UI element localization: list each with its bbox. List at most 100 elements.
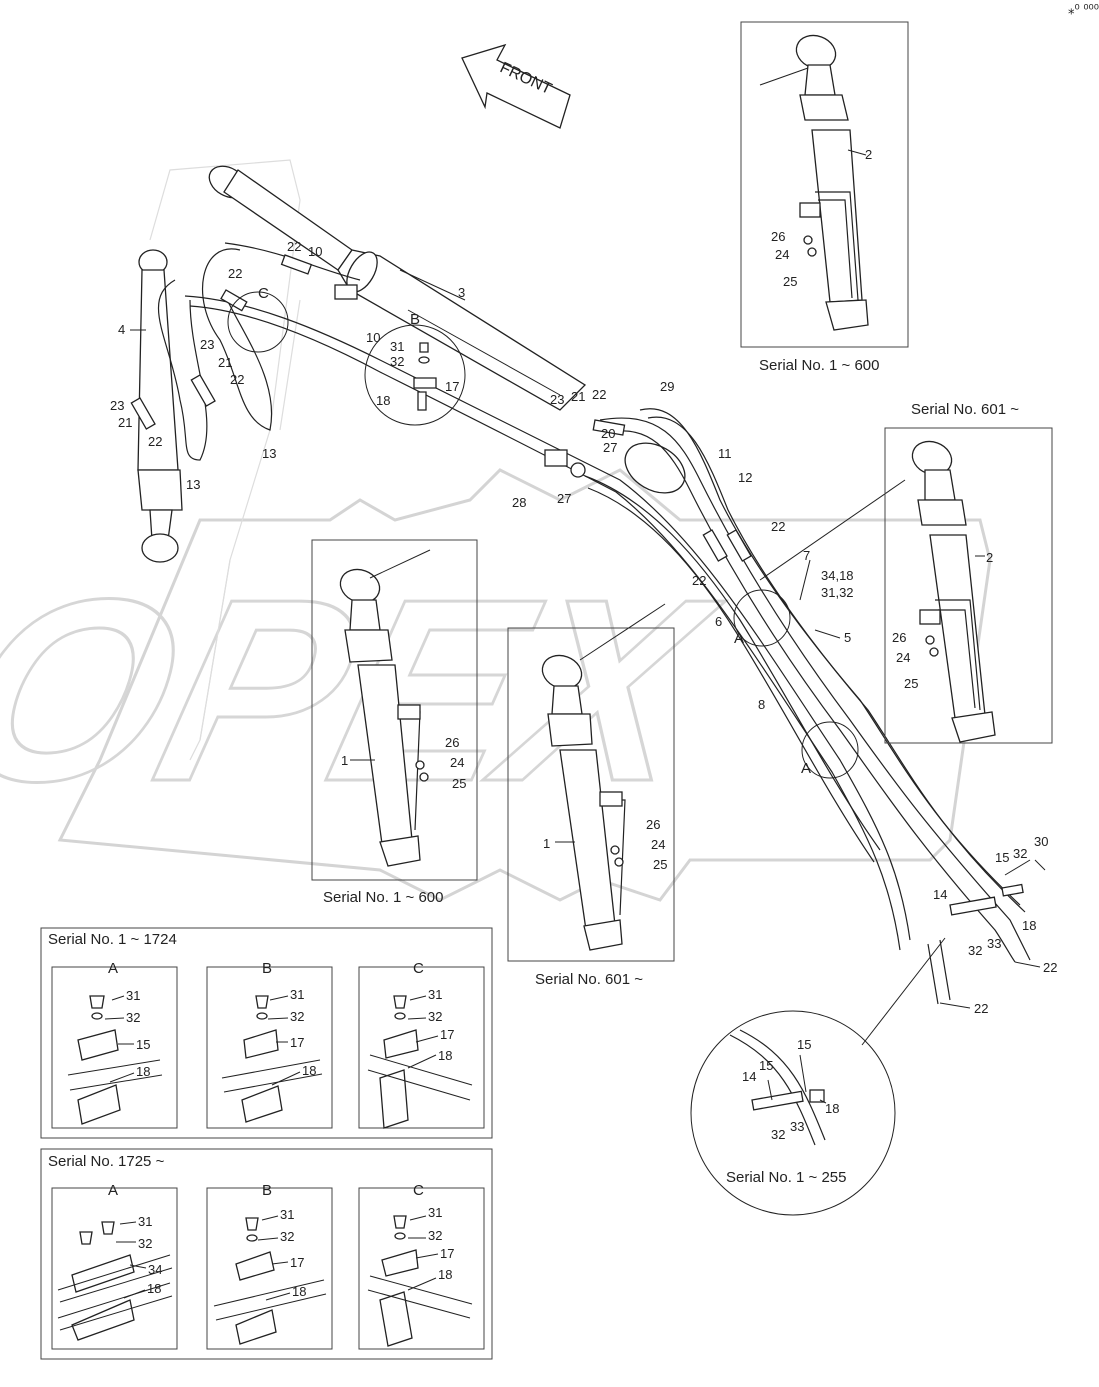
clamp2-a-letter: A [108, 1182, 118, 1199]
label-23-left: 23 [200, 337, 214, 352]
label-13-b: 13 [186, 477, 200, 492]
label-10-b: 10 [366, 330, 380, 345]
detail-circle-caption: Serial No. 1 ~ 255 [726, 1169, 847, 1186]
main-assembly: 3 4 10 22 22 C B 10 31 32 17 18 23 21 22… [110, 159, 1057, 1046]
clamp-box-1-caption: Serial No. 1 ~ 1724 [48, 931, 177, 948]
label-22-end-b: 22 [974, 1001, 988, 1016]
label-11: 11 [718, 446, 732, 461]
label-32-b: 32 [390, 354, 404, 369]
label-letter-b: B [410, 311, 420, 328]
inset1-caption: Serial No. 1 ~ 600 [759, 357, 880, 374]
label-letter-a-lower: A [801, 760, 811, 777]
inset1-label-24: 24 [775, 247, 789, 262]
label-21-left: 21 [218, 355, 232, 370]
clamp2-c-32: 32 [428, 1228, 442, 1243]
clamp1-b-letter: B [262, 960, 272, 977]
label-8: 8 [758, 697, 765, 712]
label-22-left: 22 [230, 372, 244, 387]
label-21-arm: 21 [118, 415, 132, 430]
clamp1-a-32: 32 [126, 1010, 140, 1025]
inset3-label-25: 25 [452, 776, 466, 791]
label-22-arm: 22 [148, 434, 162, 449]
clamp1-b-31: 31 [290, 987, 304, 1002]
clamp1-a-15: 15 [136, 1037, 150, 1052]
clamp2-b-31: 31 [280, 1207, 294, 1222]
inset1-label-25: 25 [783, 274, 797, 289]
label-31-32: 31,32 [821, 585, 854, 600]
inset4-label-1: 1 [543, 836, 550, 851]
detail-label-15-a: 15 [797, 1037, 811, 1052]
hoses [158, 242, 1031, 1005]
inset2-caption: Serial No. 601 ~ [911, 401, 1019, 418]
clamp1-c-31: 31 [428, 987, 442, 1002]
clamp1-c-32: 32 [428, 1009, 442, 1024]
label-22-a: 22 [692, 573, 706, 588]
clamp1-c-17: 17 [440, 1027, 454, 1042]
detail-circle-a-upper [733, 589, 791, 647]
inset4-label-26: 26 [646, 817, 660, 832]
clamp1-c-18: 18 [438, 1048, 452, 1063]
detail-label-15-b: 15 [759, 1058, 773, 1073]
label-23-arm: 23 [110, 398, 124, 413]
label-4: 4 [118, 322, 125, 337]
leader-lines [130, 269, 1046, 1046]
inset4-label-25: 25 [653, 857, 667, 872]
label-27-b: 27 [557, 491, 571, 506]
clamp1-a-31: 31 [126, 988, 140, 1003]
label-13-a: 13 [262, 446, 276, 461]
detail-circle-a-lower [801, 721, 859, 779]
clamp2-b-17: 17 [290, 1255, 304, 1270]
label-31-b: 31 [390, 339, 404, 354]
inset2-label-2: 2 [986, 550, 993, 565]
detail-label-33: 33 [790, 1119, 804, 1134]
cylinder-end-cap [624, 442, 686, 494]
label-letter-c: C [258, 285, 269, 302]
label-22-top: 22 [287, 239, 301, 254]
clamp2-c-letter: C [413, 1182, 424, 1199]
watermark: OPEX [0, 468, 992, 902]
label-29: 29 [660, 379, 674, 394]
inset3-label-26: 26 [445, 735, 459, 750]
clamp-box-1: Serial No. 1 ~ 1724 A 31 32 15 18 B 31 3… [40, 927, 493, 1139]
inset2-label-25: 25 [904, 676, 918, 691]
label-30: 30 [1034, 834, 1048, 849]
inset3-caption: Serial No. 1 ~ 600 [323, 889, 444, 906]
label-23-mid: 23 [550, 392, 564, 407]
clamp1-a-letter: A [108, 960, 118, 977]
label-27-a: 27 [603, 440, 617, 455]
label-20: 20 [601, 426, 615, 441]
label-21-mid: 21 [571, 389, 585, 404]
label-14-main: 14 [933, 887, 947, 902]
detail-label-18: 18 [825, 1101, 839, 1116]
detail-circle-serial-1-255: 15 15 14 18 32 33 Serial No. 1 ~ 255 [690, 1010, 896, 1216]
clamp2-a-34: 34 [148, 1262, 162, 1277]
label-28: 28 [512, 495, 526, 510]
detail-label-14: 14 [742, 1069, 756, 1084]
inset4-caption: Serial No. 601 ~ [535, 971, 643, 988]
clamp2-a-31: 31 [138, 1214, 152, 1229]
clamp1-c-letter: C [413, 960, 424, 977]
fittings [130, 254, 1024, 916]
clamp2-b-32: 32 [280, 1229, 294, 1244]
label-32-main-b: 32 [968, 943, 982, 958]
inset-mid-left: 1 26 24 25 Serial No. 1 ~ 600 [311, 539, 478, 906]
corner-mark: ⁎⁰ ⁰⁰⁰ [1068, 2, 1099, 17]
inset-right: 2 26 24 25 [884, 427, 1053, 744]
clamp2-c-31: 31 [428, 1205, 442, 1220]
label-22-c: 22 [228, 266, 242, 281]
label-3: 3 [458, 285, 465, 300]
detail-label-32: 32 [771, 1127, 785, 1142]
clamp-box-2-caption: Serial No. 1725 ~ [48, 1153, 165, 1170]
label-18-main: 18 [1022, 918, 1036, 933]
label-33-main: 33 [987, 936, 1001, 951]
clamp1-b-18: 18 [302, 1063, 316, 1078]
label-12: 12 [738, 470, 752, 485]
detail-circle-b [364, 324, 466, 426]
clamp1-b-17: 17 [290, 1035, 304, 1050]
label-10-top: 10 [308, 244, 322, 259]
clamp2-c-18: 18 [438, 1267, 452, 1282]
clamp-box-2: Serial No. 1725 ~ A 31 32 34 18 B 31 32 … [40, 1148, 493, 1360]
clamp2-b-letter: B [262, 1182, 272, 1199]
label-22-mid: 22 [592, 387, 606, 402]
